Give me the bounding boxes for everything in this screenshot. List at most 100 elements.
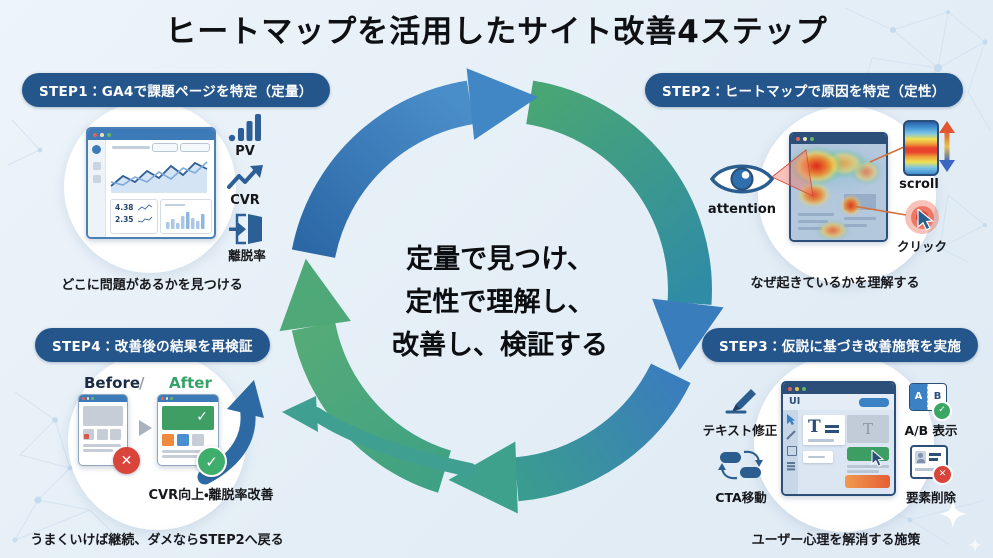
element-delete-label: 要素削除 <box>905 490 956 505</box>
cursor-icon <box>917 209 935 231</box>
editor-subheader: UI <box>783 394 894 411</box>
heatmap-content <box>791 144 886 240</box>
attention-label: attention <box>707 202 777 217</box>
card-line <box>808 439 834 442</box>
thumb-block <box>110 429 121 440</box>
step3-editor-window: UI T T <box>781 381 896 496</box>
step4-result: CVR向上・離脱率改善 <box>148 488 274 503</box>
check-badge-icon: ✓ <box>932 401 952 421</box>
before-window-titlebar <box>79 395 127 402</box>
editor-canvas: T T <box>798 410 894 494</box>
text-edit-label: テキスト修正 <box>702 423 778 438</box>
metric-label-exit: 離脱率 <box>228 248 266 263</box>
thumb-block <box>83 429 94 440</box>
text-line <box>83 449 113 452</box>
ab-a-half: A <box>910 384 927 410</box>
step4-badge: STEP4：改善後の結果を再検証 <box>35 328 270 362</box>
ab-b-half: B <box>927 384 946 410</box>
editor-button-pill <box>859 398 889 407</box>
preview-text-glyph: T <box>862 420 873 438</box>
detail-line <box>929 453 941 456</box>
page-title: ヒートマップを活用したサイト改善4ステップ <box>165 14 828 50</box>
error-mark <box>84 434 89 439</box>
person-body <box>916 459 925 463</box>
scroll-connector-line <box>869 146 905 163</box>
bar-chart-panel <box>160 199 212 234</box>
person-head <box>918 453 923 458</box>
step4-caption: うまくいけば継続、ダメならSTEP2へ戻る <box>30 533 284 548</box>
scroll-gradient-icon <box>903 120 939 176</box>
panel-heading-line <box>165 204 185 206</box>
scroll-updown-arrow-icon <box>939 121 955 172</box>
window-dot-red <box>161 397 164 400</box>
editor-toolbar <box>783 410 798 494</box>
thumb-block <box>96 429 108 440</box>
step2-caption: なぜ起きているかを理解する <box>750 276 920 291</box>
person-block <box>915 451 926 464</box>
sparkline <box>137 204 152 211</box>
ab-test-label: A/B 表示 <box>904 423 958 438</box>
center-line-3: 改善し、検証する <box>392 330 608 362</box>
window-dot-red <box>788 386 792 391</box>
thumb-block <box>192 434 204 446</box>
cvr-trend-up-icon <box>227 165 263 189</box>
attention-beam <box>771 149 814 197</box>
window-dot-yellow <box>803 137 807 141</box>
step2-badge: STEP2：ヒートマップで原因を特定（定性） <box>645 73 963 107</box>
avatar <box>92 145 101 154</box>
eye-attention-icon <box>710 164 774 194</box>
window-dot-red <box>796 137 800 141</box>
metric-label-cvr: CVR <box>230 193 260 208</box>
toolbar-list-icon <box>786 462 795 464</box>
hero-green-block: ✓ <box>162 406 214 430</box>
step1-caption: どこに問題があるかを見つける <box>61 278 243 293</box>
window-dot-red <box>82 397 85 400</box>
stats-panel: 4.38 2.35 <box>110 199 158 234</box>
stat-value: 2.35 <box>115 215 134 225</box>
mini-bar-chart <box>166 212 205 229</box>
step3-badge: STEP3：仮説に基づき改善施策を実施 <box>702 328 979 362</box>
toolbar-pen-icon <box>786 430 796 440</box>
return-arrow <box>282 396 477 477</box>
step1-analytics-window: 4.38 2.35 <box>86 127 216 239</box>
detail-line <box>929 458 938 461</box>
stat-value: 4.38 <box>115 203 134 213</box>
window-dot-green <box>107 132 111 137</box>
small-card <box>803 451 833 463</box>
step2-heatmap-window <box>789 132 888 242</box>
metric-label-pv: PV <box>235 144 255 159</box>
after-window-titlebar <box>158 395 218 402</box>
window-dot-red <box>93 132 97 137</box>
after-label: After <box>169 374 212 392</box>
step1-window-titlebar <box>88 129 214 140</box>
step2-connectors <box>771 146 907 216</box>
heatmap-blobs <box>791 144 886 240</box>
window-filter-pill <box>180 143 210 152</box>
window-dot-yellow <box>86 397 89 400</box>
sidebar-square <box>92 162 101 170</box>
window-dot-yellow <box>100 132 104 137</box>
canvas-line <box>847 470 879 473</box>
sidebar-square <box>92 175 101 183</box>
cta-move-label: CTA移動 <box>715 490 767 505</box>
text-line <box>162 455 200 458</box>
exit-door-icon <box>229 213 262 245</box>
line-chart <box>110 161 208 193</box>
text-line <box>162 450 210 453</box>
delete-badge-icon: ✕ <box>932 464 953 485</box>
center-line-1: 定量で見つけ、 <box>406 244 594 275</box>
text-card: T <box>803 415 845 445</box>
window-dot-green <box>91 397 94 400</box>
pencil-edit-icon <box>725 389 756 414</box>
window-dot-green <box>802 386 806 391</box>
ui-label: UI <box>789 396 801 407</box>
sparkle-icon <box>939 500 982 552</box>
toolbar-shape-icon <box>786 446 797 456</box>
click-connector-line <box>852 205 907 216</box>
thumb-orange <box>162 434 174 446</box>
cycle-arrowheads <box>279 68 724 514</box>
toolbar-cursor-icon <box>787 414 795 425</box>
cursor-icon <box>871 450 885 467</box>
sparkline <box>137 216 152 223</box>
